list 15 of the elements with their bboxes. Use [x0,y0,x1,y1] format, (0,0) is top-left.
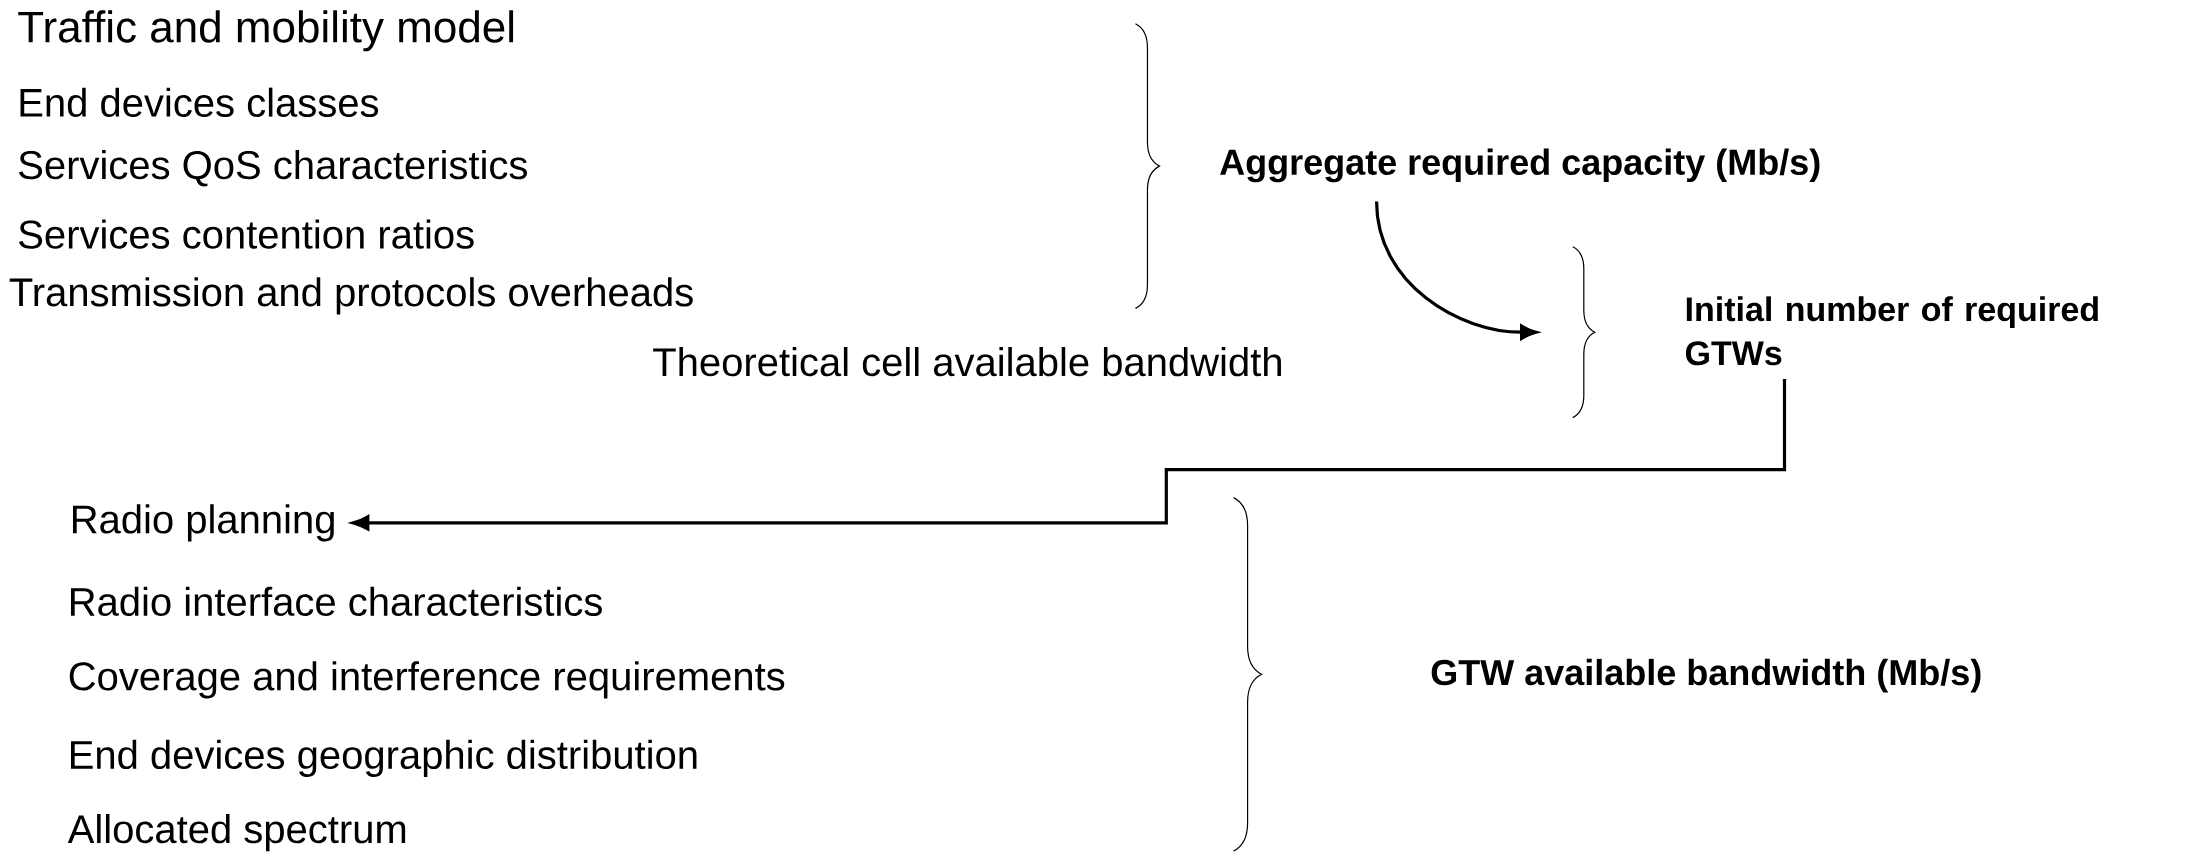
label-text: Theoretical cell available bandwidth [653,347,1281,377]
text: Aggregate required capacity (Mb/s) [1220,148,1820,183]
label-text: End devices classes [20,87,379,118]
label-text: Services contention ratios [19,219,474,249]
label-text: Allocated spectrum [67,814,406,852]
label-text: End devices geographic distribution [71,739,697,778]
brace [1572,246,1596,419]
label-text: GTW available bandwidth (Mb/s) [1431,659,1981,693]
label-text: Transmission and protocols overheads [9,277,693,315]
label-text: Services QoS characteristics [19,150,527,187]
text: Initial number of required GTWs [1685,296,2098,366]
text: Radio planning [73,504,334,542]
label-text: Radio interface characteristics [71,586,602,617]
label-text: Traffic and mobility model [18,10,514,52]
label-text: Coverage and interference requirements [69,661,785,699]
